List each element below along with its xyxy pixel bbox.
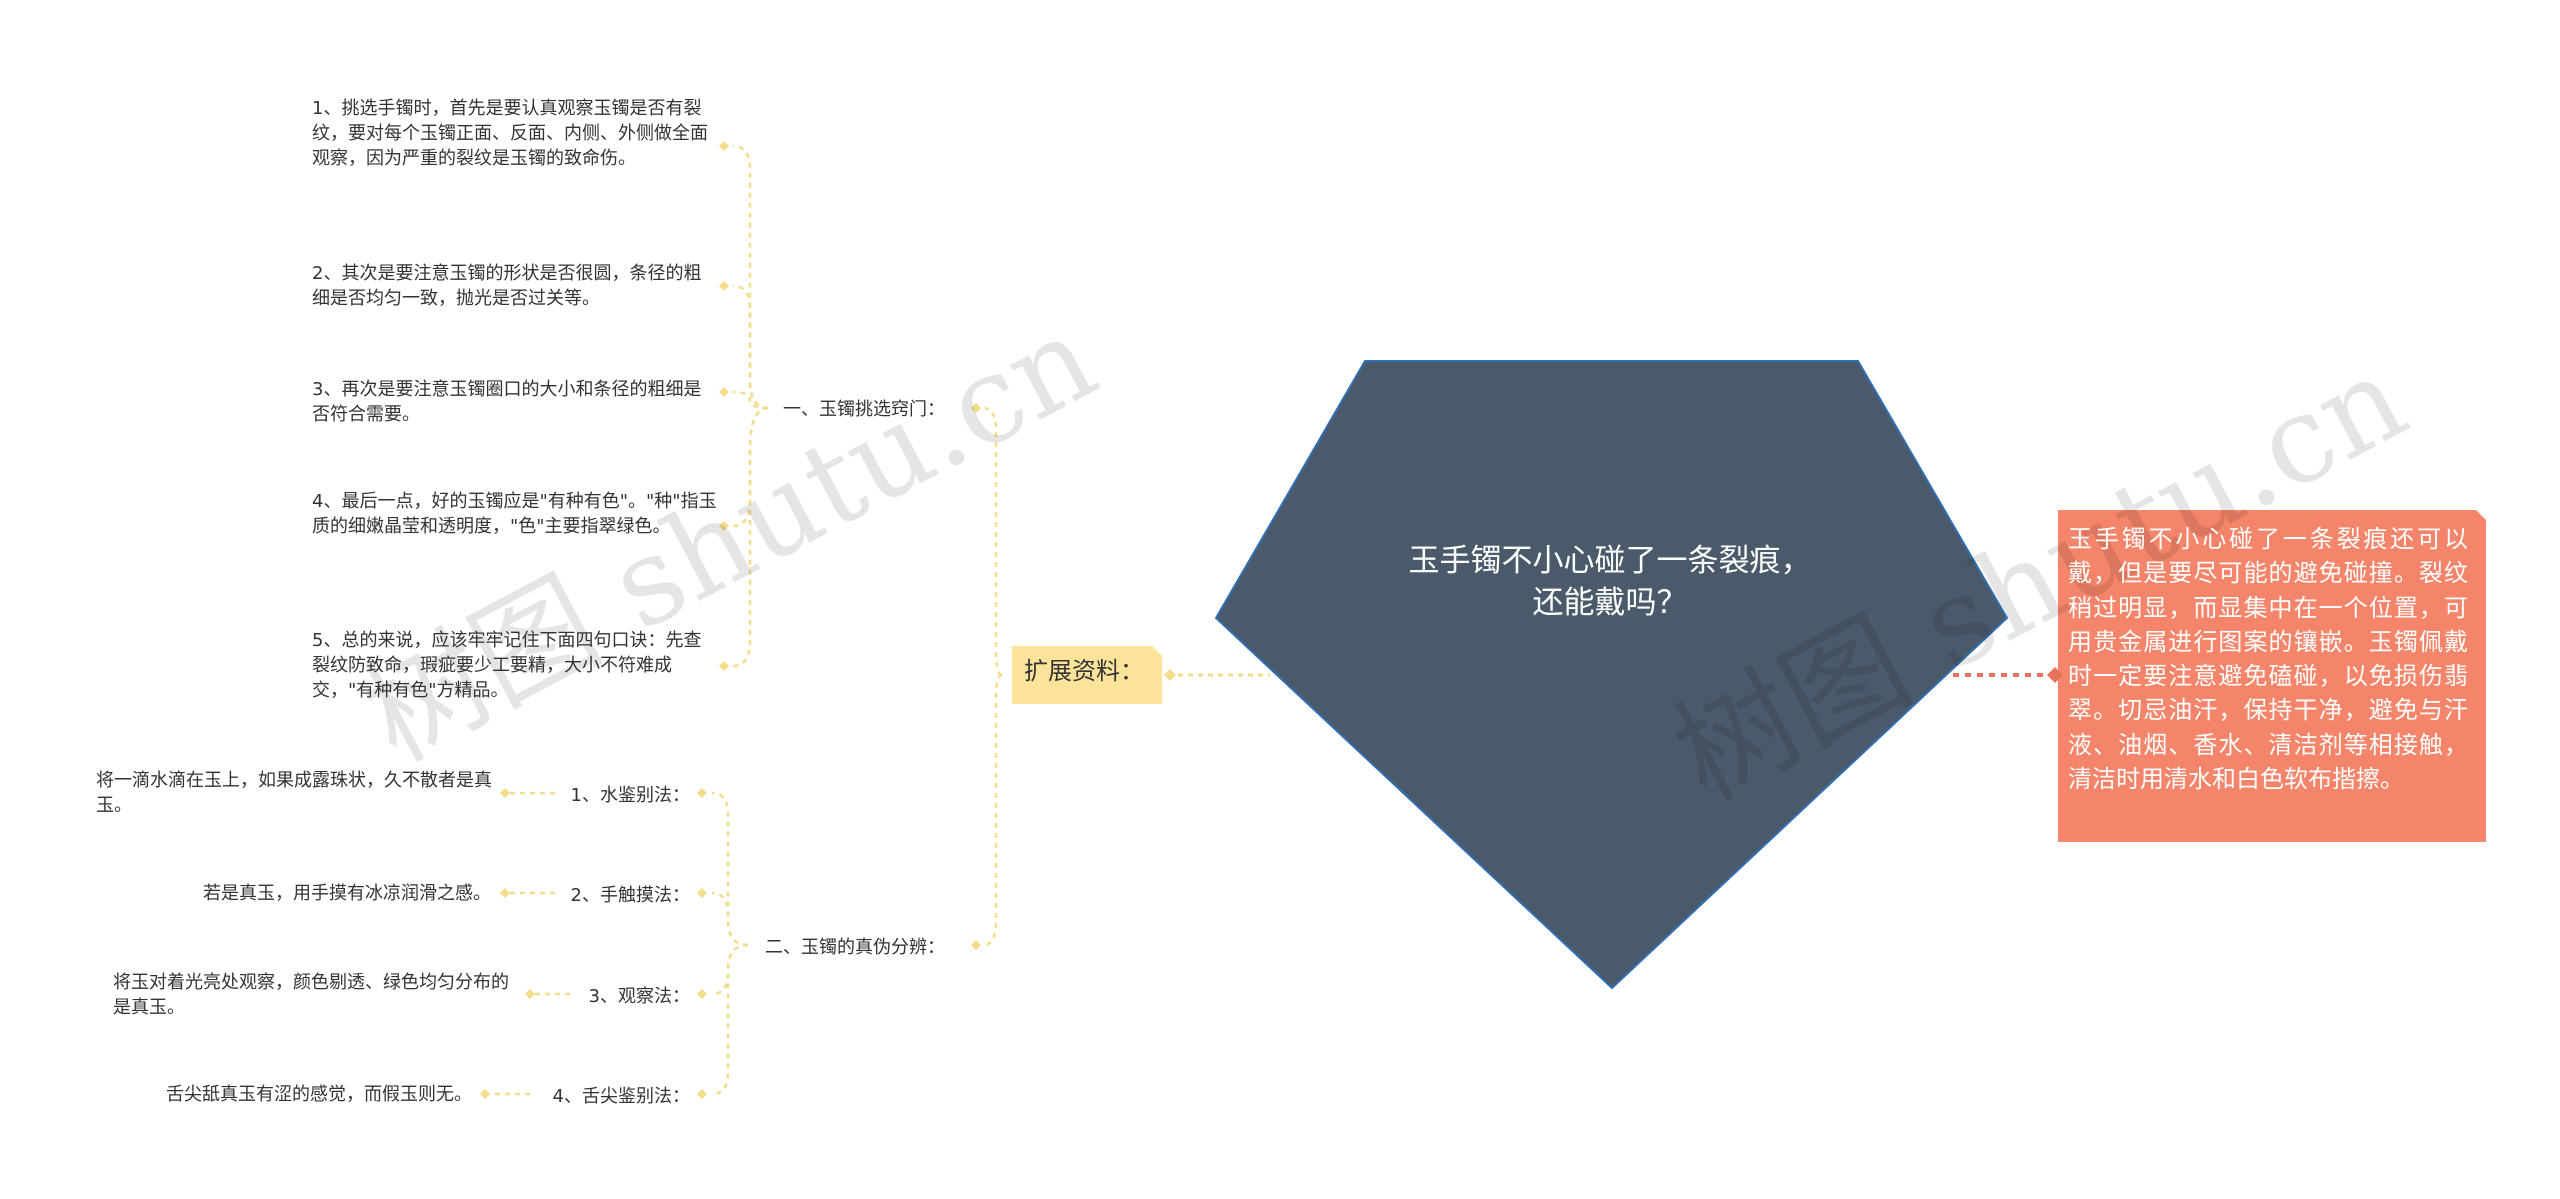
- method-4-detail[interactable]: 舌尖舐真玉有涩的感觉，而假玉则无。: [166, 1084, 472, 1105]
- center-node-title[interactable]: 玉手镯不小心碰了一条裂痕，还能戴吗？: [1408, 543, 1812, 621]
- center-node-shape[interactable]: [1214, 360, 2009, 990]
- right-connector-dot: [2047, 667, 2063, 683]
- branch-2-label[interactable]: 二、玉镯的真伪分辨：: [765, 937, 945, 958]
- method-1-label[interactable]: 1、水鉴别法：: [570, 785, 690, 806]
- method-3-label[interactable]: 3、观察法：: [588, 986, 690, 1007]
- method-2-detail[interactable]: 若是真玉，用手摸有冰凉润滑之感。: [203, 883, 491, 904]
- branch1-leaf-dots: [719, 141, 729, 671]
- ext-to-branch2: [984, 673, 1003, 947]
- tip-3[interactable]: 3、再次是要注意玉镯圈口的大小和条径的粗细是否符合需要。: [312, 379, 702, 425]
- extension-connector-dot: [1164, 669, 1176, 681]
- detail-links: [485, 791, 570, 1096]
- branch2-fan: [711, 791, 749, 1096]
- tip-2[interactable]: 2、其次是要注意玉镯的形状是否很圆，条径的粗细是否均匀一致，抛光是否过关等。: [312, 263, 702, 309]
- branch1-fan: [732, 144, 769, 668]
- branch2-leaf-dots: [697, 788, 707, 1099]
- method-4-label[interactable]: 4、舌尖鉴别法：: [552, 1086, 690, 1107]
- branch2-dot: [971, 940, 981, 950]
- right-note-shape[interactable]: [2058, 510, 2486, 842]
- branch1-dot: [971, 403, 981, 413]
- extension-node-shape[interactable]: [1012, 646, 1162, 704]
- tip-5[interactable]: 5、总的来说，应该牢牢记住下面四句口诀：先查裂纹防致命，瑕疵要少工要精，大小不符…: [312, 630, 702, 701]
- detail-dots: [480, 788, 535, 1099]
- method-1-detail[interactable]: 将一滴水滴在玉上，如果成露珠状，久不散者是真玉。: [96, 770, 492, 816]
- branch-1-label[interactable]: 一、玉镯挑选窍门：: [783, 399, 945, 420]
- ext-to-branch1: [984, 406, 1003, 677]
- method-2-label[interactable]: 2、手触摸法：: [570, 885, 690, 906]
- tip-4[interactable]: 4、最后一点，好的玉镯应是"有种有色"。"种"指玉质的细嫩晶莹和透明度，"色"主…: [312, 491, 717, 537]
- method-3-detail[interactable]: 将玉对着光亮处观察，颜色剔透、绿色均匀分布的是真玉。: [113, 972, 509, 1018]
- tip-1[interactable]: 1、挑选手镯时，首先是要认真观察玉镯是否有裂纹，要对每个玉镯正面、反面、内侧、外…: [312, 98, 708, 169]
- extension-label[interactable]: 扩展资料：: [1024, 657, 1144, 685]
- right-note-text[interactable]: 玉手镯不小心碰了一条裂痕还可以戴，但是要尽可能的避免碰撞。裂纹稍过明显，而显集中…: [2068, 525, 2468, 794]
